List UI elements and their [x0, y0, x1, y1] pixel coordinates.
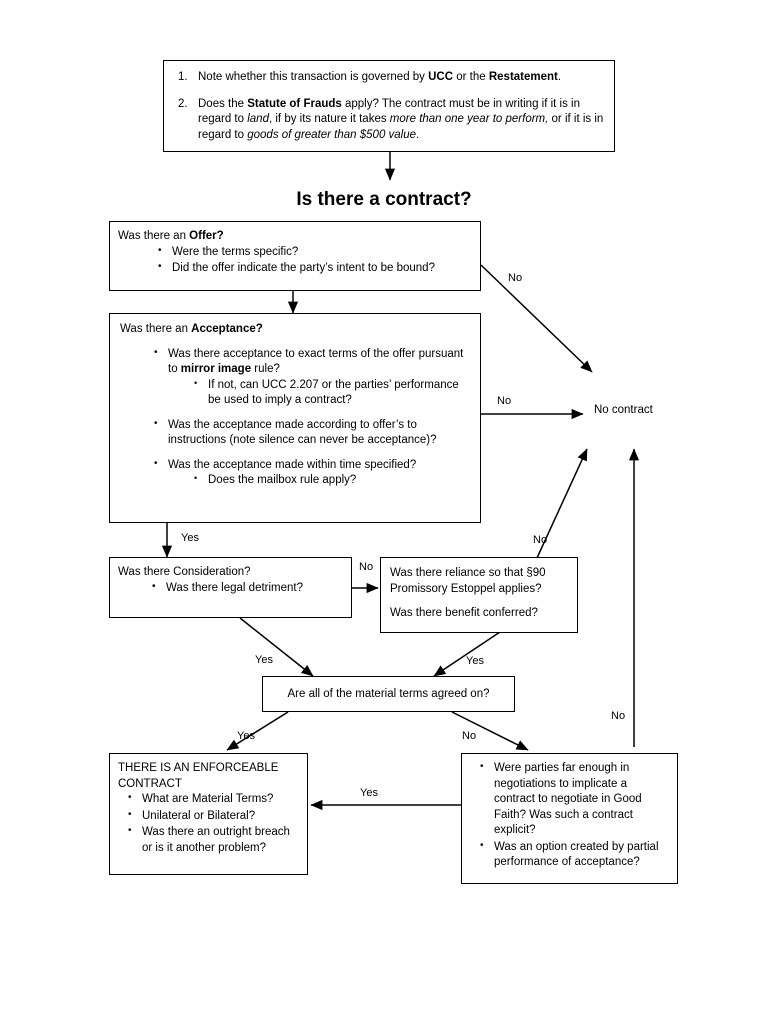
list-item: If not, can UCC 2.207 or the parties’ pe…: [190, 377, 470, 409]
seg: .: [557, 71, 562, 83]
node-promissory-estoppel: Was there reliance so that §90 Promissor…: [380, 557, 578, 633]
seg: Restatement: [488, 71, 558, 83]
preamble-item-2: 2. Does the Statute of Frauds apply? The…: [168, 97, 604, 144]
node-material-terms-text: Are all of the material terms agreed on?: [287, 688, 490, 700]
list-item: Was the acceptance made according to off…: [150, 417, 470, 449]
seg: Acceptance?: [191, 323, 263, 335]
seg: Was there acceptance to exact terms of t…: [168, 347, 464, 376]
edge-label-consideration-yes: Yes: [255, 654, 273, 666]
edge-consideration-yes: [239, 617, 314, 677]
seg: more than one year to perform,: [389, 113, 549, 126]
node-estoppel-line-3: Was there benefit conferred?: [390, 607, 538, 620]
edge-label-material-yes: Yes: [237, 730, 255, 742]
node-offer: Was there an Offer? Were the terms speci…: [109, 221, 481, 291]
edge-label-consideration-no: No: [359, 561, 374, 573]
edge-label-estoppel-no: No: [533, 534, 548, 546]
node-enforceable-contract: THERE IS AN ENFORCEABLE CONTRACT What ar…: [109, 753, 308, 875]
list-item: Were the terms specific?: [154, 244, 472, 261]
node-acceptance-sublist-2: Does the mailbox rule apply?: [190, 472, 470, 489]
node-consideration-heading: Was there Consideration?: [118, 566, 251, 578]
edge-label-offer-no: No: [508, 272, 523, 284]
preamble-box: 1. Note whether this transaction is gove…: [163, 60, 615, 152]
node-no-contract: No contract: [594, 404, 653, 416]
seg: goods of greater than $500 value: [247, 128, 417, 141]
list-item: Were parties far enough in negotiations …: [476, 760, 669, 839]
edge-label-negotiations-no: No: [611, 710, 626, 722]
preamble-item-2-number: 2.: [178, 97, 188, 110]
edge-label-acceptance-no: No: [497, 395, 512, 407]
edge-label-material-no: No: [462, 730, 477, 742]
node-estoppel-line-2: Promissory Estoppel applies?: [390, 582, 542, 595]
seg: Offer?: [189, 230, 224, 242]
seg: or the: [453, 71, 489, 83]
node-offer-bullets: Were the terms specific? Did the offer i…: [154, 244, 472, 277]
list-item: What are Material Terms?: [124, 791, 299, 808]
preamble-item-1-number: 1.: [178, 71, 188, 83]
edge-label-acceptance-yes: Yes: [181, 532, 199, 544]
list-item: Was the acceptance made within time spec…: [150, 457, 470, 489]
node-material-terms: Are all of the material terms agreed on?: [262, 676, 515, 712]
edge-label-negotiations-yes: Yes: [360, 787, 378, 799]
node-consideration: Was there Consideration? Was there legal…: [109, 557, 352, 618]
edge-label-estoppel-yes: Yes: [466, 655, 484, 667]
node-enforceable-heading-1: THERE IS AN ENFORCEABLE: [118, 762, 279, 774]
seg: .: [416, 128, 420, 141]
node-enforceable-bullets: What are Material Terms? Unilateral or B…: [124, 791, 299, 856]
seg: or if it is in regard to: [198, 113, 604, 141]
seg: rule?: [251, 363, 280, 376]
node-negotiations-bullets: Were parties far enough in negotiations …: [476, 760, 669, 871]
seg: Was the acceptance made according to off…: [168, 418, 437, 447]
node-acceptance-sublist: If not, can UCC 2.207 or the parties’ pe…: [190, 377, 470, 409]
seg: Does the: [198, 97, 248, 110]
list-item: Was there acceptance to exact terms of t…: [150, 346, 470, 409]
node-consideration-bullets: Was there legal detriment?: [148, 580, 343, 597]
seg: mirror image: [180, 363, 252, 376]
preamble-item-1: 1. Note whether this transaction is gove…: [168, 70, 604, 86]
node-acceptance: Was there an Acceptance? Was there accep…: [109, 313, 481, 523]
seg: Note whether this transaction is governe…: [198, 71, 429, 83]
list-item: Unilateral or Bilateral?: [124, 808, 299, 825]
list-item: Was there an outright breach or is it an…: [124, 824, 299, 856]
seg: Was there an: [120, 323, 192, 335]
seg: Was there an: [118, 230, 190, 242]
seg: Was the acceptance made within time spec…: [168, 458, 417, 471]
seg: Statute of Frauds: [247, 97, 342, 110]
node-acceptance-heading: Was there an Acceptance?: [120, 322, 470, 338]
edge-estoppel-yes: [433, 631, 501, 677]
node-offer-heading: Was there an Offer?: [118, 229, 472, 245]
seg: land: [247, 113, 269, 126]
seg: UCC: [428, 71, 454, 83]
node-estoppel-line-1: Was there reliance so that §90: [390, 567, 546, 579]
list-item: Did the offer indicate the party’s inten…: [154, 260, 472, 277]
preamble-item-2-text: Does the Statute of Frauds apply? The co…: [198, 97, 604, 144]
preamble-list: 1. Note whether this transaction is gove…: [168, 70, 604, 143]
seg: apply? The contract must be in writing i…: [198, 97, 580, 126]
node-enforceable-heading-2: CONTRACT: [118, 777, 182, 790]
preamble-item-1-text: Note whether this transaction is governe…: [198, 70, 604, 86]
page-title: Is there a contract?: [296, 189, 472, 210]
node-negotiations: Were parties far enough in negotiations …: [461, 753, 678, 884]
list-item: Was there legal detriment?: [148, 580, 343, 597]
edge-offer-no: [480, 264, 593, 373]
list-item: Was an option created by partial perform…: [476, 839, 669, 871]
list-item: Does the mailbox rule apply?: [190, 472, 470, 489]
seg: , if by its nature it takes: [268, 113, 390, 126]
node-acceptance-bullets: Was there acceptance to exact terms of t…: [150, 346, 470, 489]
